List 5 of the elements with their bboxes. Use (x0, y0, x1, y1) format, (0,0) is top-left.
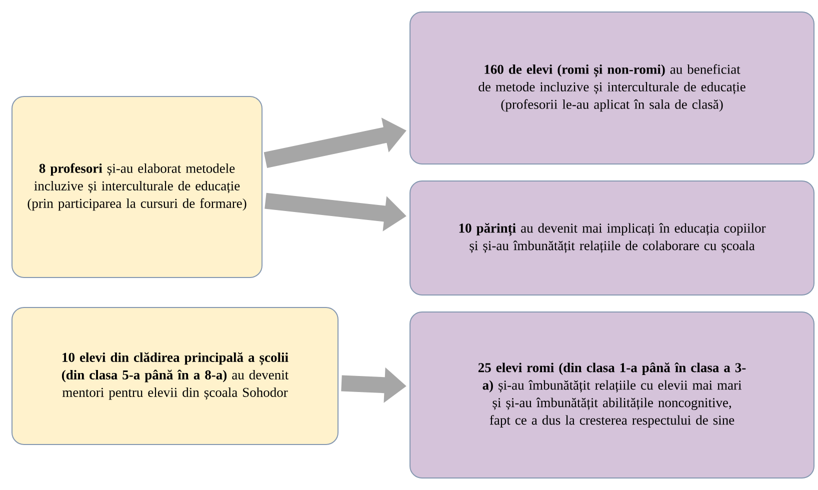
text-box: 10 elevi din clădirea principală a școlii (din clasa 5-a până în a 8-a) au devenit mentori pentru elevii din școala Sohodor (12, 307, 338, 445)
text-box: 160 de elevi (romi și non-romi) au beneficiat de metode incluzive și interculturale de educație (profesorii le-au aplicat în sala de clasă) (410, 12, 814, 164)
text-box: 10 părinți au devenit mai implicați în educația copiilor și și-au îmbunătățit relațiile de colaborare cu școala (410, 180, 814, 296)
text-box: 8 profesori și-au elaborat metodele incluzive și interculturale de educație (prin participarea la cursuri de formare) (12, 96, 262, 278)
text-box: 25 elevi romi (din clasa 1-a până în clasa a 3-a) și-au îmbunătățit relațiile cu elevii mai mari și și-au îmbunătățit abilitățile noncognitive, fapt ce a dus la cresterea respectului de sine (410, 312, 814, 478)
